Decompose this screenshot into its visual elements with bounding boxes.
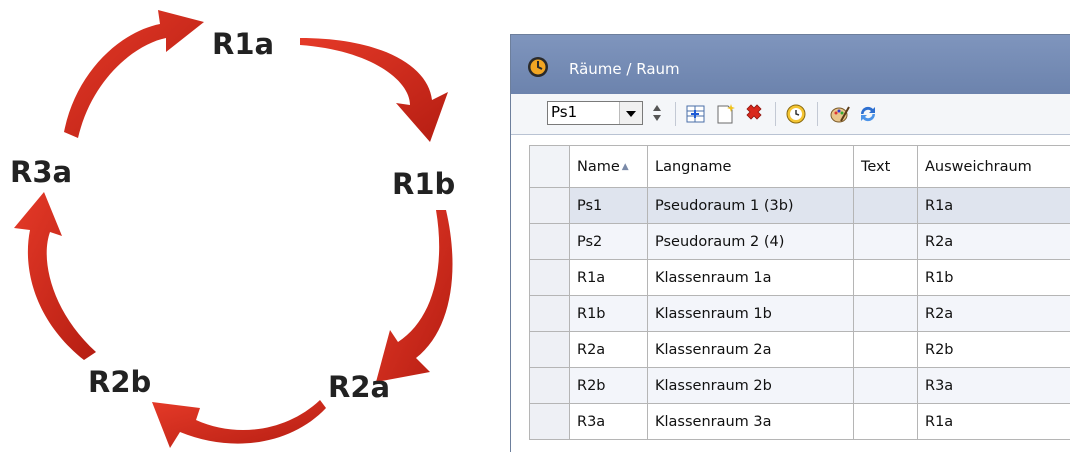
cell-langname[interactable]: Klassenraum 3a <box>647 403 854 440</box>
row-selector-header <box>529 145 570 188</box>
arrow-r2b-r3a <box>14 192 96 360</box>
room-select-value: Ps1 <box>551 103 578 121</box>
column-header-text[interactable]: Text <box>853 145 918 188</box>
table-row[interactable]: R1a Klassenraum 1a R1b <box>529 259 1070 296</box>
column-header-langname[interactable]: Langname <box>647 145 854 188</box>
cell-ausweichraum[interactable]: R2a <box>917 295 1070 332</box>
column-header-ausweichraum[interactable]: Ausweichraum <box>917 145 1070 188</box>
cell-ausweichraum[interactable]: R1a <box>917 403 1070 440</box>
table-row[interactable]: R2a Klassenraum 2a R2b <box>529 331 1070 368</box>
table-row[interactable]: R2b Klassenraum 2b R3a <box>529 367 1070 404</box>
row-selector[interactable] <box>529 295 570 332</box>
delete-icon[interactable] <box>743 103 765 125</box>
toolbar-separator <box>675 102 676 126</box>
arrow-r3a-r1a <box>64 10 204 138</box>
cell-name[interactable]: R1a <box>569 259 648 296</box>
node-r3a: R3a <box>10 155 72 189</box>
arrow-r1a-r1b <box>300 38 448 142</box>
cell-text[interactable] <box>853 187 918 224</box>
row-selector[interactable] <box>529 367 570 404</box>
cell-langname[interactable]: Klassenraum 1a <box>647 259 854 296</box>
toolbar-separator <box>775 102 776 126</box>
cell-langname[interactable]: Klassenraum 1b <box>647 295 854 332</box>
cell-langname[interactable]: Pseudoraum 1 (3b) <box>647 187 854 224</box>
room-select[interactable]: Ps1 <box>547 101 643 125</box>
sort-ascending-icon: ▲ <box>621 161 629 172</box>
chevron-down-icon <box>626 111 636 117</box>
cell-ausweichraum[interactable]: R2b <box>917 331 1070 368</box>
spinner-arrows[interactable] <box>651 101 663 125</box>
cell-ausweichraum[interactable]: R1a <box>917 187 1070 224</box>
cell-name[interactable]: R3a <box>569 403 648 440</box>
column-header-label: Text <box>861 158 891 175</box>
row-selector[interactable] <box>529 403 570 440</box>
cell-name[interactable]: R2a <box>569 331 648 368</box>
cell-name[interactable]: R1b <box>569 295 648 332</box>
cell-text[interactable] <box>853 331 918 368</box>
dropdown-button[interactable] <box>619 102 642 124</box>
cell-text[interactable] <box>853 223 918 260</box>
title-bar: Räume / Raum <box>511 35 1070 94</box>
cell-text[interactable] <box>853 367 918 404</box>
table-row[interactable]: Ps2 Pseudoraum 2 (4) R2a <box>529 223 1070 260</box>
column-header-name[interactable]: Name▲ <box>569 145 648 188</box>
row-selector[interactable] <box>529 187 570 224</box>
cell-langname[interactable]: Klassenraum 2a <box>647 331 854 368</box>
window-title: Räume / Raum <box>569 60 680 78</box>
column-header-label: Name <box>577 158 620 175</box>
arrow-r2a-r2b <box>152 400 326 448</box>
column-header-label: Langname <box>655 158 732 175</box>
node-r1b: R1b <box>392 167 455 201</box>
colors-icon[interactable] <box>829 103 851 125</box>
node-r1a: R1a <box>212 27 274 61</box>
cell-ausweichraum[interactable]: R3a <box>917 367 1070 404</box>
arrow-r1b-r2a <box>376 210 453 382</box>
table-row[interactable]: Ps1 Pseudoraum 1 (3b) R1a <box>529 187 1070 224</box>
cell-langname[interactable]: Klassenraum 2b <box>647 367 854 404</box>
row-selector[interactable] <box>529 259 570 296</box>
cell-name[interactable]: Ps1 <box>569 187 648 224</box>
row-selector[interactable] <box>529 331 570 368</box>
cell-text[interactable] <box>853 403 918 440</box>
cell-name[interactable]: R2b <box>569 367 648 404</box>
rooms-table: Name▲ Langname Text Ausweichraum Ps1 Pse… <box>529 145 1070 440</box>
clock-icon <box>528 57 548 77</box>
time-requests-icon[interactable] <box>785 103 807 125</box>
node-r2b: R2b <box>88 365 151 399</box>
table-row[interactable]: R3a Klassenraum 3a R1a <box>529 403 1070 440</box>
table-header-row: Name▲ Langname Text Ausweichraum <box>529 145 1070 188</box>
cell-ausweichraum[interactable]: R1b <box>917 259 1070 296</box>
new-record-icon[interactable] <box>715 103 737 125</box>
table-row[interactable]: R1b Klassenraum 1b R2a <box>529 295 1070 332</box>
node-r2a: R2a <box>328 370 390 404</box>
cell-langname[interactable]: Pseudoraum 2 (4) <box>647 223 854 260</box>
cell-text[interactable] <box>853 295 918 332</box>
cell-ausweichraum[interactable]: R2a <box>917 223 1070 260</box>
cycle-diagram: R1a R1b R2a R2b R3a <box>10 10 455 448</box>
cell-text[interactable] <box>853 259 918 296</box>
column-header-label: Ausweichraum <box>925 158 1032 175</box>
refresh-icon[interactable] <box>857 103 879 125</box>
rooms-window: Räume / Raum Ps1 <box>510 34 1070 452</box>
toolbar: Ps1 <box>511 94 1070 135</box>
new-row-icon[interactable] <box>685 103 707 125</box>
row-selector[interactable] <box>529 223 570 260</box>
cell-name[interactable]: Ps2 <box>569 223 648 260</box>
toolbar-separator <box>817 102 818 126</box>
